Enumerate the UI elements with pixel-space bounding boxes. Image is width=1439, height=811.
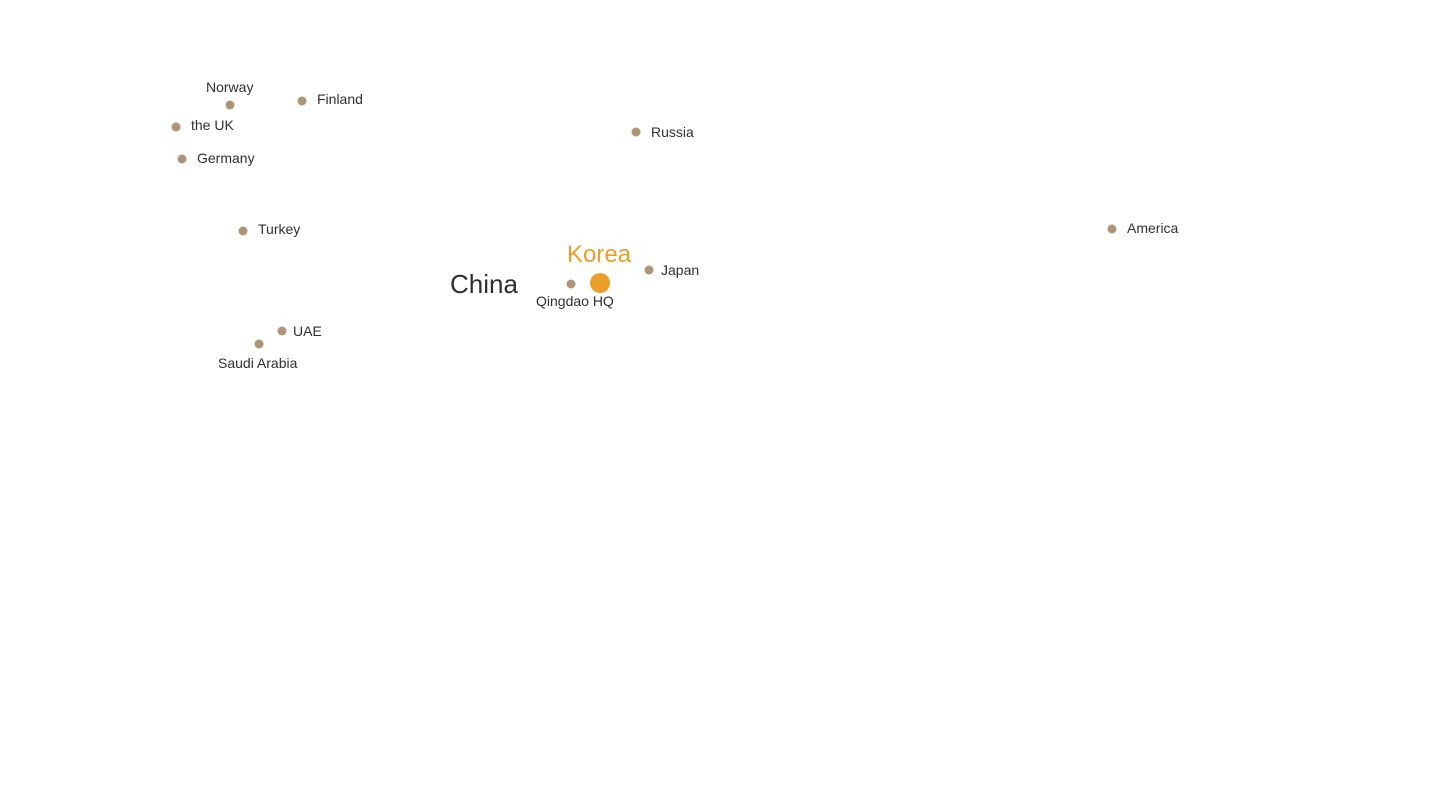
japan-label: Japan xyxy=(661,262,700,278)
germany-label: Germany xyxy=(197,150,255,166)
russia-marker[interactable] xyxy=(631,127,641,137)
russia-label: Russia xyxy=(651,124,694,140)
uae-marker[interactable] xyxy=(277,326,287,336)
uae-label: UAE xyxy=(293,323,322,339)
finland-marker[interactable] xyxy=(297,96,307,106)
turkey-marker[interactable] xyxy=(238,226,248,236)
region-label-china: China xyxy=(450,269,518,299)
qingdao-hq-label: Qingdao HQ xyxy=(536,293,614,309)
korea-marker[interactable] xyxy=(590,273,610,293)
america-marker[interactable] xyxy=(1107,224,1117,234)
norway-marker[interactable] xyxy=(225,100,235,110)
america-label: America xyxy=(1127,220,1179,236)
the-uk-marker[interactable] xyxy=(171,122,181,132)
germany-marker[interactable] xyxy=(177,154,187,164)
korea-label: Korea xyxy=(567,241,632,268)
norway-label: Norway xyxy=(206,79,254,95)
saudi-arabia-marker[interactable] xyxy=(254,339,264,349)
japan-marker[interactable] xyxy=(644,265,654,275)
qingdao-hq-marker[interactable] xyxy=(566,279,576,289)
finland-label: Finland xyxy=(317,91,363,107)
turkey-label: Turkey xyxy=(258,221,301,237)
saudi-arabia-label: Saudi Arabia xyxy=(218,355,298,371)
the-uk-label: the UK xyxy=(191,117,234,133)
